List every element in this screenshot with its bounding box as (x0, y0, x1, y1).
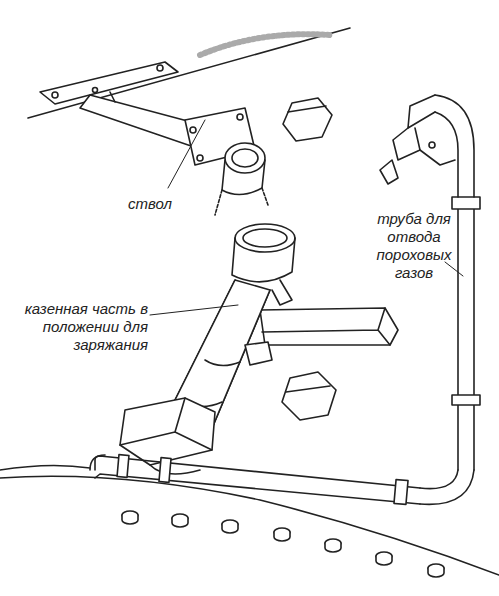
leader-line (150, 305, 238, 315)
leader-line (445, 262, 463, 276)
part-label: казенная часть в положении для заряжания (8, 300, 148, 354)
part-label: ствол (128, 195, 188, 213)
leader-line (168, 120, 205, 188)
part-label: труба для отвода пороховых газов (358, 210, 470, 282)
